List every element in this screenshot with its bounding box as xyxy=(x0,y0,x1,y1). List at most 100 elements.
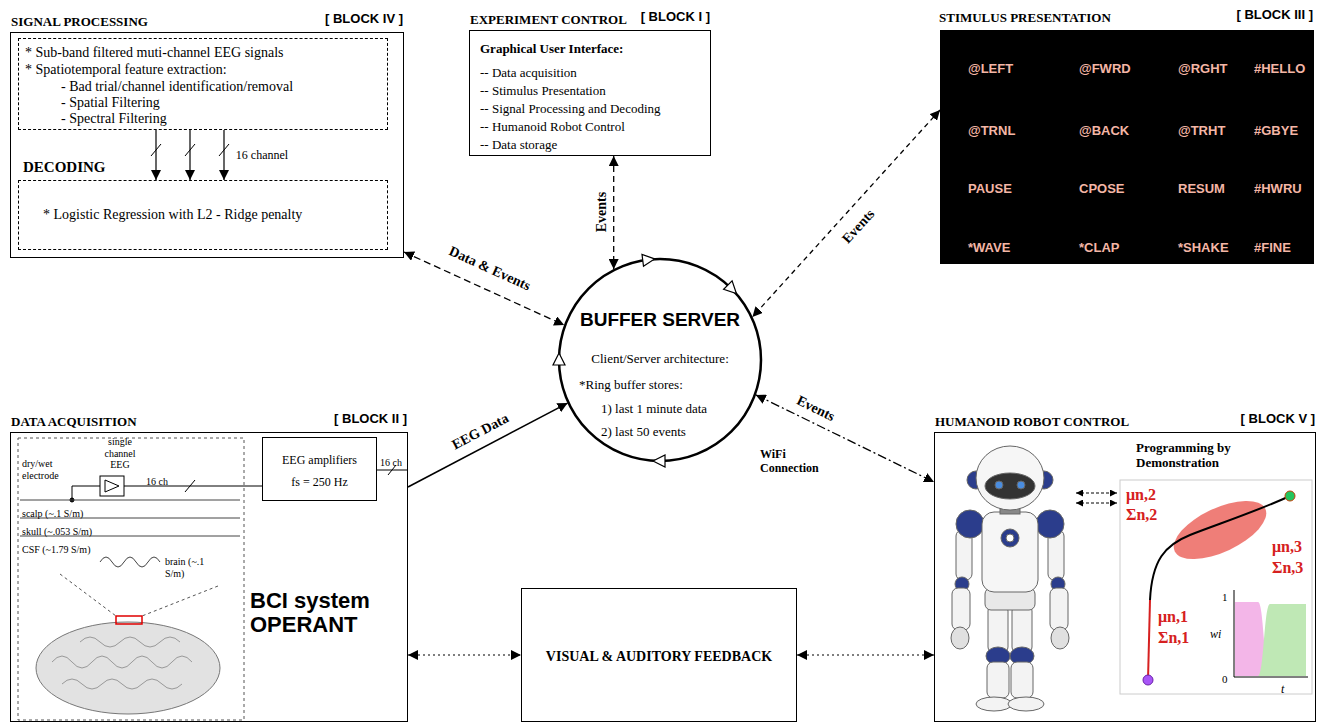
ring-direction-mark xyxy=(553,353,565,365)
demo-link-arrow xyxy=(1076,493,1117,494)
label-slot: skull (~.053 S/m) xyxy=(22,521,92,539)
text-slot: - Spectral Filtering xyxy=(61,109,167,127)
node-title: STIMULUS PRESENTATION xyxy=(939,11,1111,26)
text-slot: -- Stimulus Presentation xyxy=(480,81,606,99)
node-title: SIGNAL PROCESSING xyxy=(11,15,148,30)
humanoid-robot xyxy=(1006,534,1014,542)
node-text: -- Data storage xyxy=(480,138,557,153)
node-text: BCI system OPERANT xyxy=(250,589,400,637)
humanoid-robot xyxy=(987,662,1009,698)
edge-label: EEG Data xyxy=(448,409,514,454)
connector xyxy=(223,130,224,180)
eeg-illustration xyxy=(124,486,262,487)
trajectory-plot xyxy=(1234,590,1308,677)
node-text: RESUM xyxy=(1178,182,1225,197)
text-slot: [ BLOCK II ] xyxy=(334,409,407,427)
text-slot: STIMULUS PRESENTATION xyxy=(939,8,1111,26)
node-text: [ BLOCK V ] xyxy=(1241,412,1315,427)
connector xyxy=(155,130,156,180)
text-slot: 1) last 1 minute data xyxy=(601,399,707,417)
text-slot: @BACK xyxy=(1079,121,1129,139)
feature-box: * Sub-band filtered muti-channel EEG sig… xyxy=(18,38,388,130)
axis-label: wi xyxy=(1210,628,1221,642)
text-slot: VISUAL & AUDITORY FEEDBACK xyxy=(522,647,796,665)
text-slot: CPOSE xyxy=(1079,179,1125,197)
text-slot: BCI system OPERANT xyxy=(250,589,400,637)
text-slot: #GBYE xyxy=(1254,121,1298,139)
stimulus-grid: STIMULUS PRESENTATION[ BLOCK III ]@LEFT@… xyxy=(940,30,1314,264)
amplifier-box: EEG amplifiersfs = 250 Hz xyxy=(262,437,377,501)
math-label: μn,3 xyxy=(1272,538,1302,556)
node-title: * Sub-band filtered muti-channel EEG sig… xyxy=(25,45,284,61)
text-slot: SIGNAL PROCESSING xyxy=(11,12,148,30)
text-slot: DATA ACQUISITION xyxy=(11,412,137,430)
ring-direction-mark xyxy=(653,455,665,467)
node-text: -- Stimulus Presentation xyxy=(480,84,606,99)
node-title: BUFFER SERVER xyxy=(580,309,740,331)
edge-label: Data & Events xyxy=(444,243,534,296)
server-circle xyxy=(559,259,761,461)
text-slot: EEG amplifiers xyxy=(263,450,376,468)
demo-link-arrow xyxy=(1076,493,1117,503)
node-text: - Spectral Filtering xyxy=(61,111,167,127)
eeg-illustration xyxy=(72,486,100,500)
figure-label: dry/wet electrode xyxy=(22,458,70,481)
node-text: @LEFT xyxy=(968,62,1013,77)
text-slot: DECODING xyxy=(23,158,106,176)
label-slot: Σn,1 xyxy=(1158,629,1189,647)
eeg-illustration xyxy=(52,656,192,668)
text-slot: [ BLOCK I ] xyxy=(641,7,710,25)
connector xyxy=(408,403,568,487)
node-text: - Spatial Filtering xyxy=(61,95,160,111)
node-text: #GBYE xyxy=(1254,124,1298,139)
node-text: #HELLO xyxy=(1254,62,1305,77)
text-slot: - Spatial Filtering xyxy=(61,93,160,111)
text-slot: * Spatiotemporal feature extraction: xyxy=(25,60,227,78)
block-panel: EEG amplifiersfs = 250 HzDATA ACQUISITIO… xyxy=(10,432,408,722)
label-slot: dry/wet electrode xyxy=(22,458,70,483)
text-slot: -- Signal Processing and Decoding xyxy=(480,99,661,117)
node-text: - Bad trial/channel identification/remov… xyxy=(61,79,293,95)
node-text: *SHAKE xyxy=(1178,241,1229,256)
label-slot: single channel EEG xyxy=(98,436,142,472)
edge-label: Events xyxy=(792,392,839,426)
node-text: [ BLOCK III ] xyxy=(1236,8,1313,23)
text-slot: [ BLOCK IV ] xyxy=(325,9,403,27)
demo-link-arrow xyxy=(1076,503,1117,504)
text-slot: RESUM xyxy=(1178,179,1225,197)
text-slot: BUFFER SERVER xyxy=(557,309,763,331)
text-slot: @LEFT xyxy=(968,59,1013,77)
text-slot: -- Humanoid Robot Control xyxy=(480,117,625,135)
axis-label: t xyxy=(1281,683,1284,697)
text-slot: @TRNL xyxy=(968,121,1015,139)
text-slot: @RGHT xyxy=(1178,59,1228,77)
node-text: -- Data acquisition xyxy=(480,66,577,81)
label-slot: Σn,3 xyxy=(1272,559,1303,577)
ring-direction-mark xyxy=(724,281,737,294)
math-label: Σn,3 xyxy=(1272,559,1303,577)
humanoid-robot xyxy=(1050,588,1068,630)
eeg-illustration xyxy=(116,616,142,624)
humanoid-robot xyxy=(1017,481,1025,489)
node-text: Graphical User Interface: xyxy=(480,42,623,57)
node-text: [ BLOCK I ] xyxy=(641,10,710,25)
humanoid-robot xyxy=(956,510,984,538)
figure-label: single channel EEG xyxy=(98,436,142,471)
node-title: VISUAL & AUDITORY FEEDBACK xyxy=(546,649,772,665)
axis-tick: 0 xyxy=(1222,673,1228,686)
connector xyxy=(756,395,934,482)
node-text: *WAVE xyxy=(968,241,1010,256)
eeg-illustration xyxy=(18,438,408,720)
layer-label: CSF (~1.79 S/m) xyxy=(22,544,90,556)
eeg-illustration xyxy=(62,679,182,689)
humanoid-robot xyxy=(1012,605,1032,653)
node-text: CPOSE xyxy=(1079,182,1125,197)
humanoid-robot xyxy=(985,473,1035,499)
eeg-illustration xyxy=(60,574,116,616)
node-text: -- Humanoid Robot Control xyxy=(480,120,625,135)
label-slot: 16 ch xyxy=(380,452,402,470)
control-panel: EXPERIMENT CONTROL[ BLOCK I ]Graphical U… xyxy=(469,30,711,156)
text-slot: -- Data acquisition xyxy=(480,63,577,81)
